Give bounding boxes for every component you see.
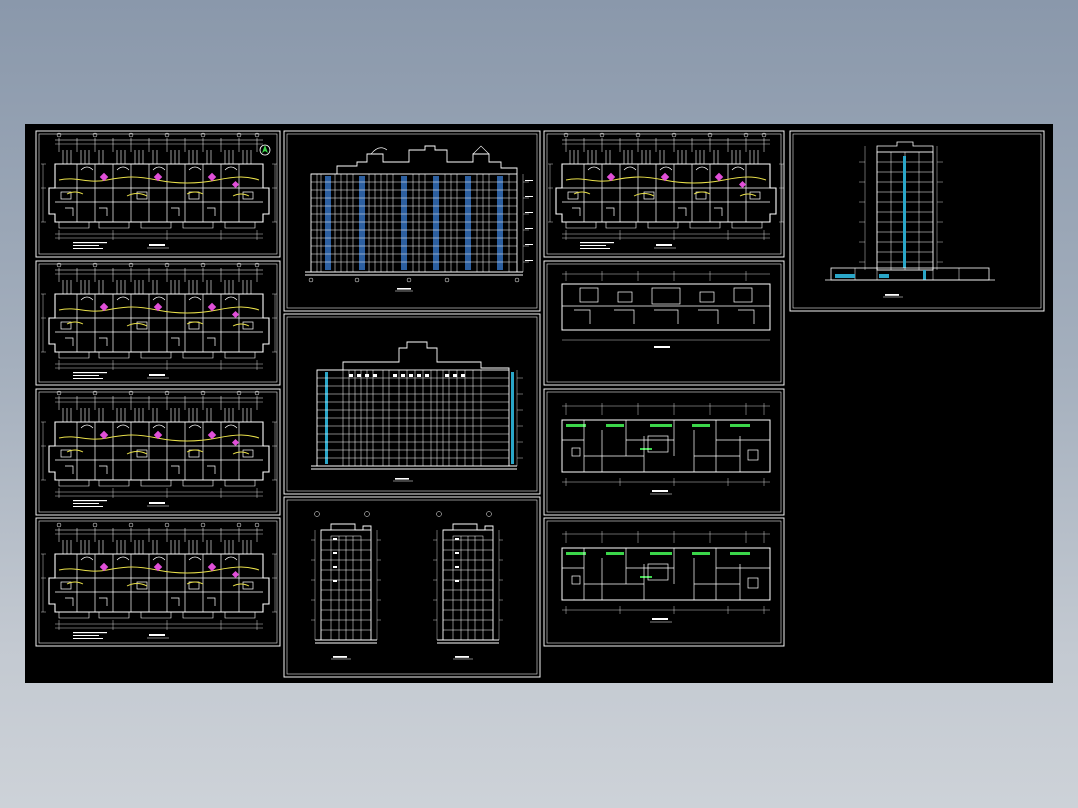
north-arrow-icon: [259, 144, 271, 156]
sheet-plan-2[interactable]: [35, 260, 281, 386]
sheet-rear-elevation[interactable]: [283, 313, 541, 495]
sheet-plan-3[interactable]: [35, 388, 281, 516]
sheet-plan-4[interactable]: [35, 517, 281, 647]
sheet-plan-6[interactable]: [543, 260, 785, 386]
sheet-side-elevations[interactable]: [283, 496, 541, 678]
sheet-plan-7[interactable]: [543, 388, 785, 516]
sheet-plan-8[interactable]: [543, 517, 785, 647]
cad-drawing-canvas[interactable]: [25, 124, 1053, 683]
cad-drawing: [35, 130, 1045, 678]
sheet-plan-1[interactable]: [35, 130, 281, 258]
sheet-building-section[interactable]: [789, 130, 1045, 312]
sheet-plan-5[interactable]: [543, 130, 785, 258]
sheet-front-elevation[interactable]: [283, 130, 541, 312]
